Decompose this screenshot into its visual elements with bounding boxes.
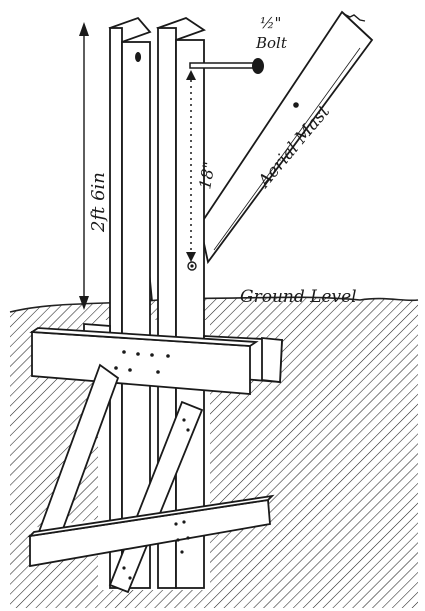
front-board-nails bbox=[114, 350, 170, 374]
bottom-cross-board bbox=[27, 494, 275, 568]
left-post-bolt-hole bbox=[135, 52, 142, 62]
right-post-bolt-hole-center bbox=[190, 264, 194, 268]
bolt bbox=[189, 58, 264, 74]
spacing-label: 18" bbox=[195, 160, 219, 191]
front-cross-board bbox=[29, 327, 259, 395]
bottom-board-nails bbox=[174, 520, 190, 554]
right-post-bolt-hole bbox=[187, 261, 197, 271]
height-dimension bbox=[79, 22, 89, 310]
mast-bolt-hole bbox=[293, 102, 299, 108]
bolt-size-label: ½" bbox=[260, 14, 281, 32]
spacing-dimension bbox=[186, 70, 196, 262]
left-post bbox=[108, 16, 152, 589]
right-post bbox=[156, 17, 206, 589]
height-label: 2ft 6in bbox=[88, 172, 109, 233]
ground-level-label: Ground Level bbox=[240, 287, 357, 307]
bolt-label: Bolt bbox=[255, 34, 288, 52]
brace-nails bbox=[122, 418, 190, 580]
aerial-mast bbox=[199, 10, 374, 265]
